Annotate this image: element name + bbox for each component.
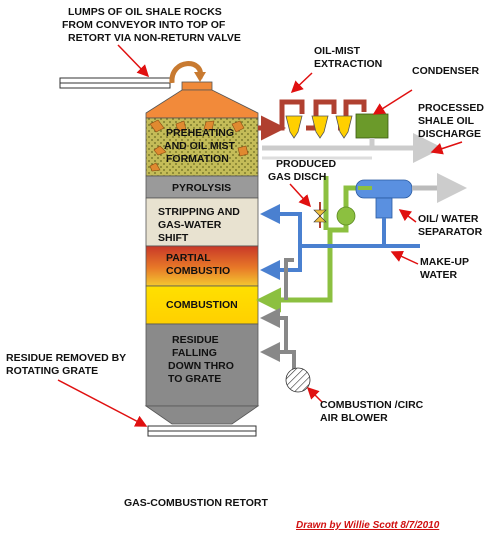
- oil-mist-label-2: EXTRACTION: [314, 58, 382, 70]
- processed-label-2: SHALE OIL: [418, 115, 475, 127]
- processed-label-1: PROCESSED: [418, 102, 484, 114]
- zone-text-partial-1: PARTIAL: [166, 252, 211, 264]
- shale-oil-line: [262, 133, 443, 163]
- callouts: LUMPS OF OIL SHALE ROCKS FROM CONVEYOR I…: [6, 6, 484, 531]
- gas-recirculation-pipe: [262, 176, 372, 303]
- zone-partial-combustion: [145, 245, 259, 287]
- processed-label-3: DISCHARGE: [418, 128, 481, 140]
- blower-label-1: COMBUSTION /CIRC: [320, 399, 424, 411]
- author-credit: Drawn by Willie Scott 8/7/2010: [296, 520, 440, 531]
- zone-text-stripping-2: GAS-WATER: [158, 219, 222, 231]
- zone-text-preheating-1: PREHEATING: [166, 127, 234, 139]
- zone-text-pyrolysis: PYROLYSIS: [172, 182, 231, 194]
- blower-icon: [285, 367, 311, 393]
- pump-icon: [336, 206, 356, 226]
- zone-text-preheating-3: FORMATION: [166, 153, 229, 165]
- shale-lumps: [149, 119, 249, 172]
- residue-removed-label-2: ROTATING GRATE: [6, 365, 98, 377]
- zone-text-residue-1: RESIDUE: [172, 334, 219, 346]
- retort-bottom-cone: [144, 405, 260, 425]
- retort-column: [144, 117, 260, 425]
- produced-gas-label-2: GAS DISCH: [268, 171, 326, 183]
- zone-text-residue-4: TO GRATE: [168, 373, 221, 385]
- feed-conveyor: [59, 61, 206, 89]
- produced-gas-label-1: PRODUCED: [276, 158, 337, 170]
- zone-labels: PREHEATING AND OIL MIST FORMATION PYROLY…: [158, 127, 240, 385]
- oil-mist-label-1: OIL-MIST: [314, 45, 361, 57]
- zone-text-stripping-3: SHIFT: [158, 232, 189, 244]
- condenser-icon: [355, 113, 389, 139]
- cyclone-icon: [285, 115, 353, 139]
- separator-icon: [355, 179, 413, 219]
- pointer-arrows: [57, 44, 463, 427]
- residue-removed-label-1: RESIDUE REMOVED BY: [6, 352, 126, 364]
- zone-text-preheating-2: AND OIL MIST: [164, 140, 236, 152]
- zone-combustion: [145, 285, 259, 325]
- makeup-label-1: MAKE-UP: [420, 256, 469, 268]
- separator-label-1: OIL/ WATER: [418, 213, 479, 225]
- retort-top: [145, 81, 259, 119]
- zone-text-stripping-1: STRIPPING AND: [158, 206, 240, 218]
- diagram-title: GAS-COMBUSTION RETORT: [124, 497, 268, 509]
- blower-label-2: AIR BLOWER: [320, 412, 388, 424]
- residue-discharge-pipe: [147, 425, 257, 437]
- condenser-label: CONDENSER: [412, 65, 480, 77]
- zone-text-residue-3: DOWN THRO: [168, 360, 234, 372]
- feed-label-2: FROM CONVEYOR INTO TOP OF: [62, 19, 226, 31]
- zone-stripping: [145, 197, 259, 247]
- zone-text-combustion: COMBUSTION: [166, 299, 238, 311]
- feed-label-1: LUMPS OF OIL SHALE ROCKS: [68, 6, 222, 18]
- zone-text-residue-2: FALLING: [172, 347, 217, 359]
- zone-text-partial-2: COMBUSTIO: [166, 265, 230, 277]
- separator-label-2: SEPARATOR: [418, 226, 483, 238]
- valve-icon: [313, 202, 327, 228]
- makeup-label-2: WATER: [420, 269, 458, 281]
- feed-label-3: RETORT VIA NON-RETURN VALVE: [68, 32, 241, 44]
